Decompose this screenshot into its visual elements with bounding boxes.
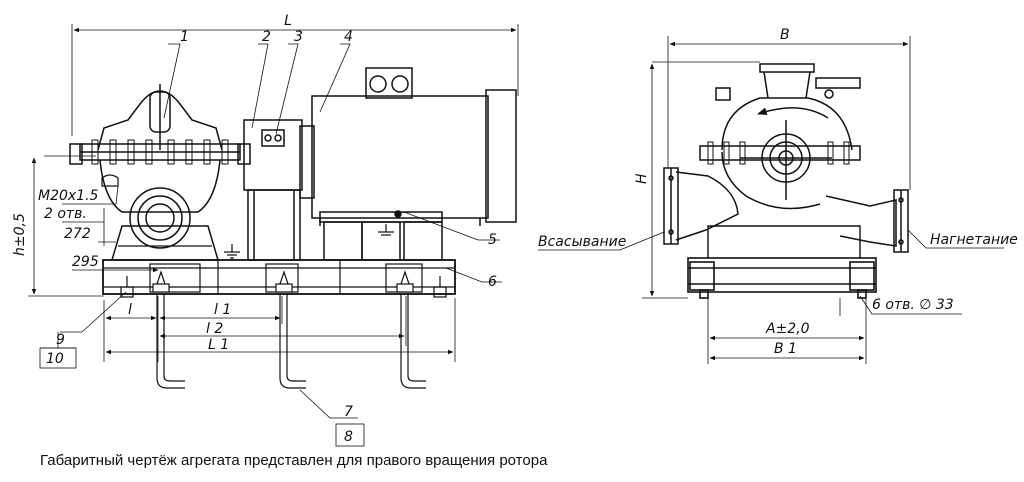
gauge-port <box>101 174 119 187</box>
dim-B: B <box>780 27 790 43</box>
dim-L1: L 1 <box>208 337 229 353</box>
ground-symbol <box>224 224 394 259</box>
callout-6: 6 <box>488 274 497 290</box>
electric-motor <box>299 67 517 226</box>
side-view-dimensions <box>28 24 519 362</box>
front-pedestal <box>707 225 861 258</box>
suction-nozzle <box>663 167 739 245</box>
front-baseframe <box>687 257 877 299</box>
callout-7: 7 <box>344 404 353 420</box>
thread-qty: 2 отв. <box>44 206 87 222</box>
leveling-screws <box>120 276 447 298</box>
callout-4: 4 <box>344 29 353 45</box>
side-view-leaders <box>39 43 502 447</box>
rotation-arrow <box>757 107 829 119</box>
front-view-dimensions <box>642 36 962 364</box>
dim-272: 272 <box>64 226 91 242</box>
holes-label: 6 отв. ∅ 33 <box>872 297 954 313</box>
callout-10: 10 <box>46 351 64 367</box>
anchor-bolts <box>152 270 426 389</box>
drawing-caption: Габаритный чертёж агрегата представлен д… <box>40 452 548 469</box>
front-studs <box>707 141 850 165</box>
dim-l: l <box>128 302 132 318</box>
dim-295: 295 <box>72 254 99 270</box>
label-suction: Всасывание <box>538 234 626 250</box>
callout-3: 3 <box>294 29 303 45</box>
dim-l1: l 1 <box>214 302 231 318</box>
coupling-guard <box>243 119 303 261</box>
casing-studs <box>91 139 229 165</box>
dim-L: L <box>284 13 292 29</box>
volute-casing <box>699 63 861 210</box>
drawing-labels: L 1 2 3 4 5 6 7 8 9 10 h±0,5 M20x1.5 2 о… <box>12 13 1018 445</box>
thread-label: M20x1.5 <box>38 188 99 204</box>
callout-1: 1 <box>180 29 189 45</box>
callout-5: 5 <box>488 232 497 248</box>
label-discharge: Нагнетание <box>930 232 1018 248</box>
dim-l2: l 2 <box>206 321 223 337</box>
dim-B1: B 1 <box>774 341 797 357</box>
dim-h: h±0,5 <box>12 213 28 256</box>
callout-9: 9 <box>56 332 65 348</box>
callout-2: 2 <box>262 29 271 45</box>
motor-supports <box>319 210 443 261</box>
pump-casing <box>69 84 251 249</box>
dim-H: H <box>634 173 650 184</box>
front-view <box>663 63 909 299</box>
dim-A: A±2,0 <box>765 321 810 337</box>
pump-pedestal <box>110 225 220 261</box>
discharge-nozzle <box>825 189 909 253</box>
front-view-leaders <box>538 229 1004 251</box>
side-view <box>69 67 517 389</box>
callout-8: 8 <box>344 429 353 445</box>
